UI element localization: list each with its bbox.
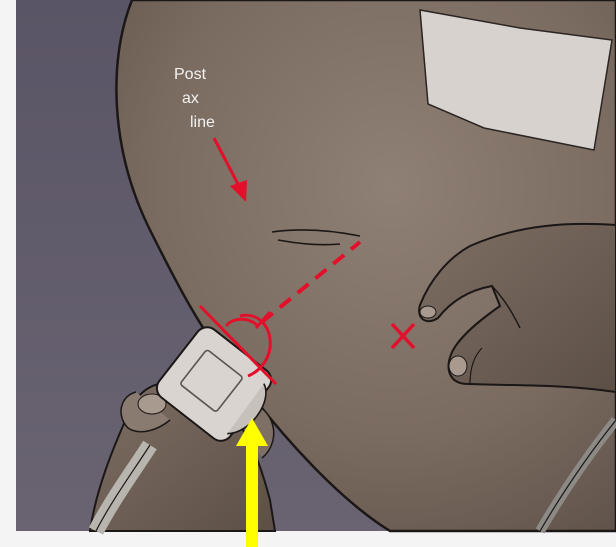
annotation-label-line3: line — [190, 114, 215, 131]
annotation-label-line1: Post — [174, 66, 207, 83]
annotation-label-line2: ax — [182, 90, 199, 107]
